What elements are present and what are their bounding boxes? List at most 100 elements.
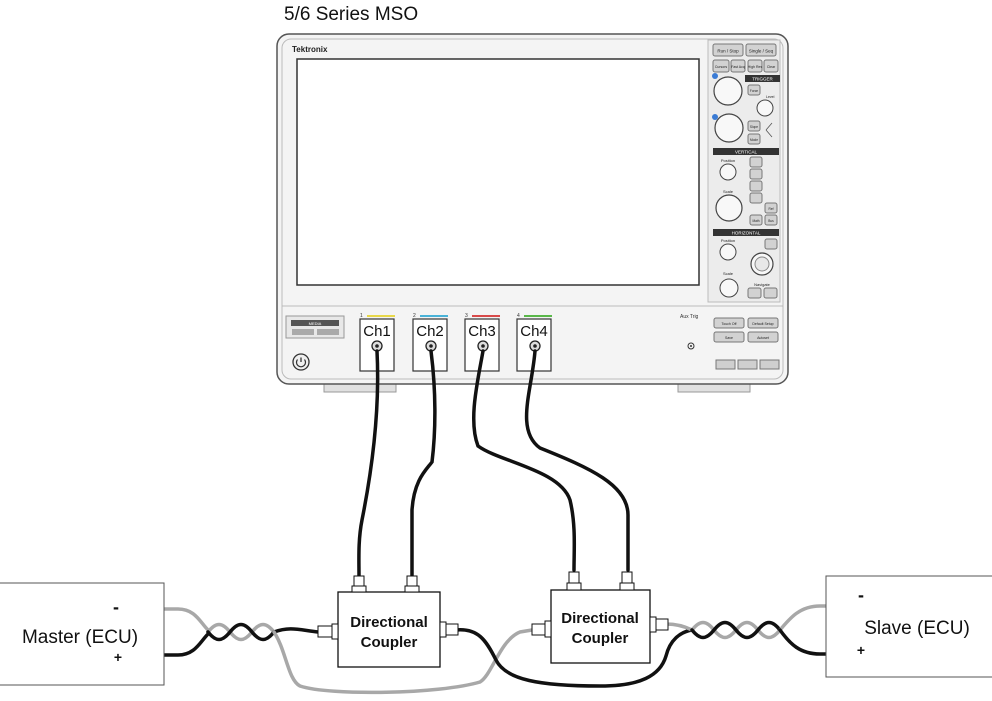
channel-2-label: Ch2 — [416, 323, 444, 340]
zoom-button[interactable] — [764, 238, 778, 250]
fast-acq-button[interactable] — [730, 59, 746, 73]
svg-text:Autoset: Autoset — [757, 336, 769, 340]
svg-text:Scale: Scale — [723, 189, 734, 194]
master-ecu: Master (ECU) - + — [0, 582, 165, 686]
coupler1-input-wire — [272, 627, 320, 634]
slave-ecu: Slave (ECU) - + — [825, 575, 992, 678]
default-setup-button[interactable] — [747, 317, 779, 329]
scope-screen[interactable] — [296, 58, 700, 286]
probe-cable-ch3 — [471, 349, 577, 572]
svg-text:Cursors: Cursors — [715, 65, 728, 69]
usb-port[interactable] — [292, 329, 314, 335]
svg-text:Clear: Clear — [767, 65, 776, 69]
single-seq-button[interactable] — [745, 43, 777, 57]
rear-port[interactable] — [737, 359, 758, 370]
horizontal-scale-knob[interactable] — [719, 278, 739, 298]
force-button[interactable] — [747, 84, 761, 96]
slope-icon — [765, 122, 773, 138]
navigate-left-button[interactable] — [747, 287, 762, 299]
svg-text:3: 3 — [465, 313, 468, 319]
scope-foot-right — [677, 383, 751, 393]
bus-button[interactable] — [764, 214, 778, 226]
channel-3-button[interactable] — [749, 180, 763, 192]
svg-text:Single / Seq: Single / Seq — [749, 49, 774, 54]
rear-port[interactable] — [715, 359, 736, 370]
channel-1-button[interactable] — [749, 156, 763, 168]
multipurpose-knob-b[interactable] — [714, 113, 744, 143]
svg-text:VERTICAL: VERTICAL — [735, 150, 757, 155]
channel-1-label: Ch1 — [363, 323, 391, 340]
oscilloscope: Tektronix Run / Stop Single / Seq Cursor… — [276, 33, 789, 393]
vertical-scale-knob[interactable] — [715, 194, 743, 222]
coupler2-output-wire — [664, 622, 694, 632]
knob-a-indicator — [712, 73, 718, 79]
slope-button[interactable] — [747, 120, 761, 132]
horizontal-position-knob[interactable] — [719, 243, 737, 261]
usb-port[interactable] — [317, 329, 339, 335]
svg-text:Fast Acq: Fast Acq — [731, 65, 745, 69]
multipurpose-knob-a[interactable] — [713, 76, 743, 106]
svg-text:2: 2 — [413, 313, 416, 319]
mode-button[interactable] — [747, 133, 761, 145]
slave-minus-terminal: - — [858, 585, 864, 605]
cursors-button[interactable] — [712, 59, 730, 73]
trigger-level-knob[interactable] — [756, 99, 774, 117]
coupler-port — [531, 623, 546, 636]
svg-text:Mode: Mode — [750, 138, 758, 142]
bus-wiring — [136, 604, 854, 695]
master-minus-wire — [136, 607, 210, 632]
svg-text:Save: Save — [725, 336, 733, 340]
twisted-pair-master-gray — [206, 622, 276, 642]
svg-text:Aux Trig: Aux Trig — [680, 314, 699, 320]
math-button[interactable] — [749, 214, 763, 226]
slave-plus-terminal: + — [857, 642, 865, 658]
coupler-1-label-line1: Directional — [350, 614, 428, 631]
svg-text:Math: Math — [752, 219, 759, 223]
trigger-section-header — [745, 75, 780, 82]
svg-text:Touch Off: Touch Off — [722, 322, 737, 326]
svg-text:Force: Force — [750, 89, 758, 93]
high-res-button[interactable] — [747, 59, 763, 73]
svg-text:MEDIA: MEDIA — [309, 321, 322, 326]
coupler-port — [655, 618, 669, 631]
ref-button[interactable] — [764, 202, 778, 214]
coupler-port — [317, 625, 333, 638]
channel-input-2[interactable]: 2 Ch2 — [412, 313, 448, 372]
channel-4-label: Ch4 — [520, 323, 548, 340]
slave-ecu-label: Slave (ECU) — [864, 618, 970, 639]
svg-text:Scale: Scale — [723, 271, 734, 276]
channel-3-label: Ch3 — [468, 323, 496, 340]
save-button[interactable] — [713, 331, 745, 343]
coupler-2-label-line1: Directional — [561, 610, 639, 627]
touch-off-button[interactable] — [713, 317, 745, 329]
autoset-button[interactable] — [747, 331, 779, 343]
svg-text:HORIZONTAL: HORIZONTAL — [732, 231, 761, 236]
svg-text:High Res: High Res — [748, 65, 763, 69]
clear-button[interactable] — [763, 59, 779, 73]
vertical-position-knob[interactable] — [719, 163, 737, 181]
svg-text:Run / Stop: Run / Stop — [717, 49, 739, 54]
directional-coupler-2: Directional Coupler — [531, 571, 669, 664]
coupler-1-label-line2: Coupler — [361, 634, 418, 651]
knob-b-indicator — [712, 114, 718, 120]
slave-plus-wire — [778, 628, 854, 656]
navigate-right-button[interactable] — [763, 287, 778, 299]
master-plus-wire — [136, 632, 210, 657]
directional-coupler-1: Directional Coupler — [317, 575, 459, 668]
scope-foot-left — [323, 383, 397, 393]
rear-port[interactable] — [759, 359, 780, 370]
probe-cable-ch2 — [410, 349, 437, 577]
svg-text:Navigate: Navigate — [754, 282, 771, 287]
aux-trig-connector[interactable] — [687, 342, 695, 350]
twisted-pair-master-black — [206, 622, 276, 642]
channel-2-button[interactable] — [749, 168, 763, 180]
master-minus-terminal: - — [113, 597, 119, 617]
svg-text:1: 1 — [360, 313, 363, 319]
diagram-title: 5/6 Series MSO — [284, 4, 419, 25]
master-plus-terminal: + — [114, 649, 122, 665]
run-stop-button[interactable] — [712, 43, 744, 57]
probe-cable-ch4 — [524, 349, 630, 572]
master-ecu-label: Master (ECU) — [22, 627, 138, 648]
channel-4-button[interactable] — [749, 192, 763, 204]
probe-cable-ch1 — [357, 349, 380, 577]
